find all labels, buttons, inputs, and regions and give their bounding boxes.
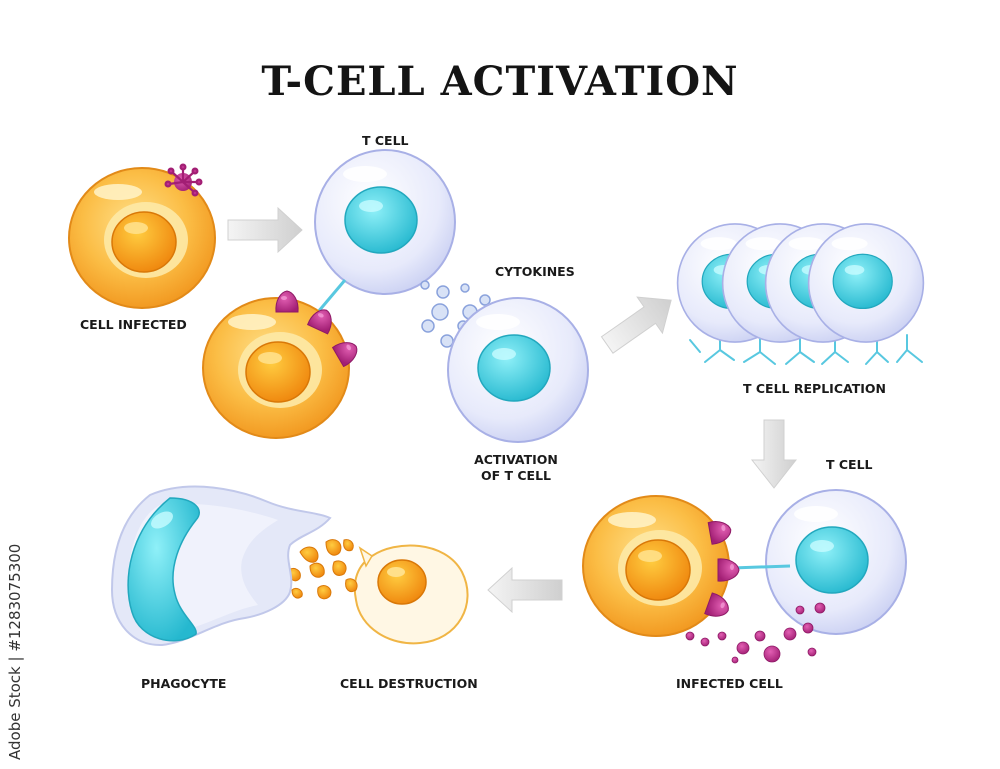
receptor-bond [316,279,347,313]
label-infected-cell: INFECTED CELL [676,676,783,691]
receptor-bond [731,564,791,570]
virus-icon [164,163,203,197]
label-phagocyte: PHAGOCYTE [141,676,227,691]
label-t-cell-top: T CELL [362,133,409,148]
cell-fragments [287,539,358,600]
t-cell-replication-group [676,223,925,365]
label-activation-line1: ACTIVATION [474,452,558,467]
label-cell-destruction: CELL DESTRUCTION [340,676,478,691]
arrow-down-icon [750,419,798,489]
cytotoxic-granules [685,602,826,664]
label-cell-infected: CELL INFECTED [80,317,187,332]
t-cell [314,149,456,295]
stock-watermark: Adobe Stock | #1283075300 [6,543,24,760]
page-title: T-CELL ACTIVATION [261,58,739,105]
label-t-cell-right: T CELL [826,457,873,472]
label-activation: ACTIVATION OF T CELL [468,452,564,484]
arrow-right-icon [227,206,303,254]
phagocyte [110,485,332,647]
label-t-cell-replication: T CELL REPLICATION [743,381,886,396]
arrow-diagonal-icon [600,296,672,354]
arrow-left-icon [487,566,563,614]
label-activation-line2: OF T CELL [480,468,552,483]
replicated-t-cell [807,223,925,343]
destroyed-cell [353,544,469,645]
activated-t-cell [447,297,589,443]
label-cytokines: CYTOKINES [495,264,575,279]
killer-t-cell [765,489,907,635]
initial-infected-cell [68,167,216,309]
